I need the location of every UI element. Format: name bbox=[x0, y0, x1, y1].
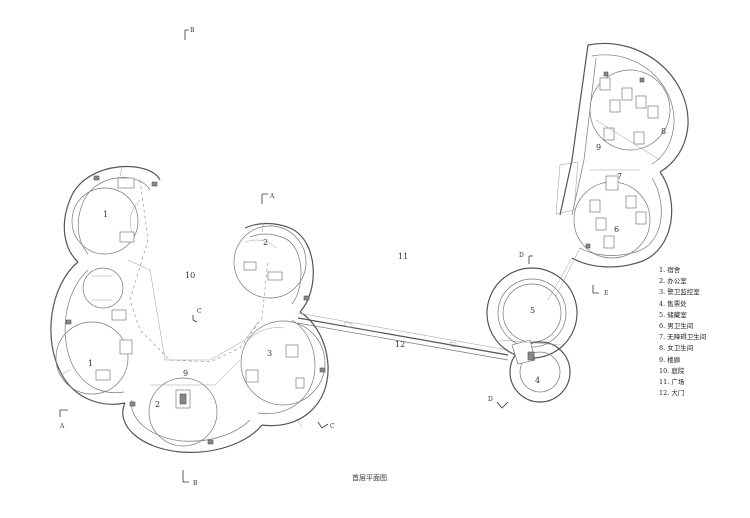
section-label: A bbox=[59, 423, 65, 430]
legend-item: 6. 男卫生间 bbox=[659, 321, 694, 330]
legend-item: 4. 售票处 bbox=[659, 299, 687, 308]
gate-track bbox=[297, 312, 509, 361]
room-label: 7 bbox=[617, 172, 622, 181]
storage-ticket-pavilion bbox=[486, 267, 578, 403]
room-label: 2 bbox=[263, 238, 268, 247]
legend-item: 9. 楼廊 bbox=[659, 355, 681, 364]
room-label: 11 bbox=[398, 252, 408, 261]
room-label: 9 bbox=[596, 143, 601, 152]
legend-item: 3. 警卫监控室 bbox=[659, 288, 700, 297]
toilet-building bbox=[547, 42, 689, 301]
room-label: 1 bbox=[88, 359, 93, 368]
section-label: A bbox=[269, 193, 275, 200]
section-label: C bbox=[197, 308, 202, 315]
legend-item: 2. 办公室 bbox=[659, 277, 687, 286]
room-label: 12 bbox=[395, 340, 405, 349]
room-label: 5 bbox=[530, 306, 535, 315]
room-label: 10 bbox=[185, 271, 195, 280]
room-label: 1 bbox=[103, 210, 108, 219]
legend-item: 12. 大门 bbox=[659, 389, 685, 398]
section-label: B bbox=[193, 480, 198, 487]
room-label: 4 bbox=[535, 376, 540, 385]
left-building-walls bbox=[50, 165, 329, 453]
section-label: C bbox=[330, 423, 335, 430]
section-label: D bbox=[488, 396, 493, 403]
section-label: B bbox=[190, 27, 195, 34]
room-label: 9 bbox=[183, 369, 188, 378]
section-label: E bbox=[604, 290, 608, 297]
section-label: D bbox=[519, 252, 524, 259]
legend-item: 11. 广场 bbox=[659, 377, 685, 386]
drawing-title: 首层平面图 bbox=[352, 474, 387, 482]
room-label: 6 bbox=[614, 225, 619, 234]
legend-item: 1. 宿舍 bbox=[659, 266, 681, 274]
section-markers: B B A A C C D D E bbox=[59, 27, 608, 487]
room-label: 3 bbox=[267, 349, 272, 358]
room-numbers: 1 1 2 2 3 9 10 11 12 5 4 9 8 7 6 bbox=[88, 127, 666, 409]
legend-item: 5. 储藏室 bbox=[659, 310, 687, 319]
room-label: 2 bbox=[155, 400, 160, 409]
legend-item: 7. 无障碍卫生间 bbox=[659, 333, 707, 342]
legend-item: 8. 女卫生间 bbox=[659, 344, 694, 353]
room-label: 8 bbox=[661, 127, 666, 136]
room-legend: 1. 宿舍 2. 办公室 3. 警卫监控室 4. 售票处 5. 储藏室 6. 男… bbox=[659, 265, 706, 399]
legend-item: 10. 庭院 bbox=[659, 366, 685, 375]
left-building-interiors bbox=[59, 167, 326, 445]
